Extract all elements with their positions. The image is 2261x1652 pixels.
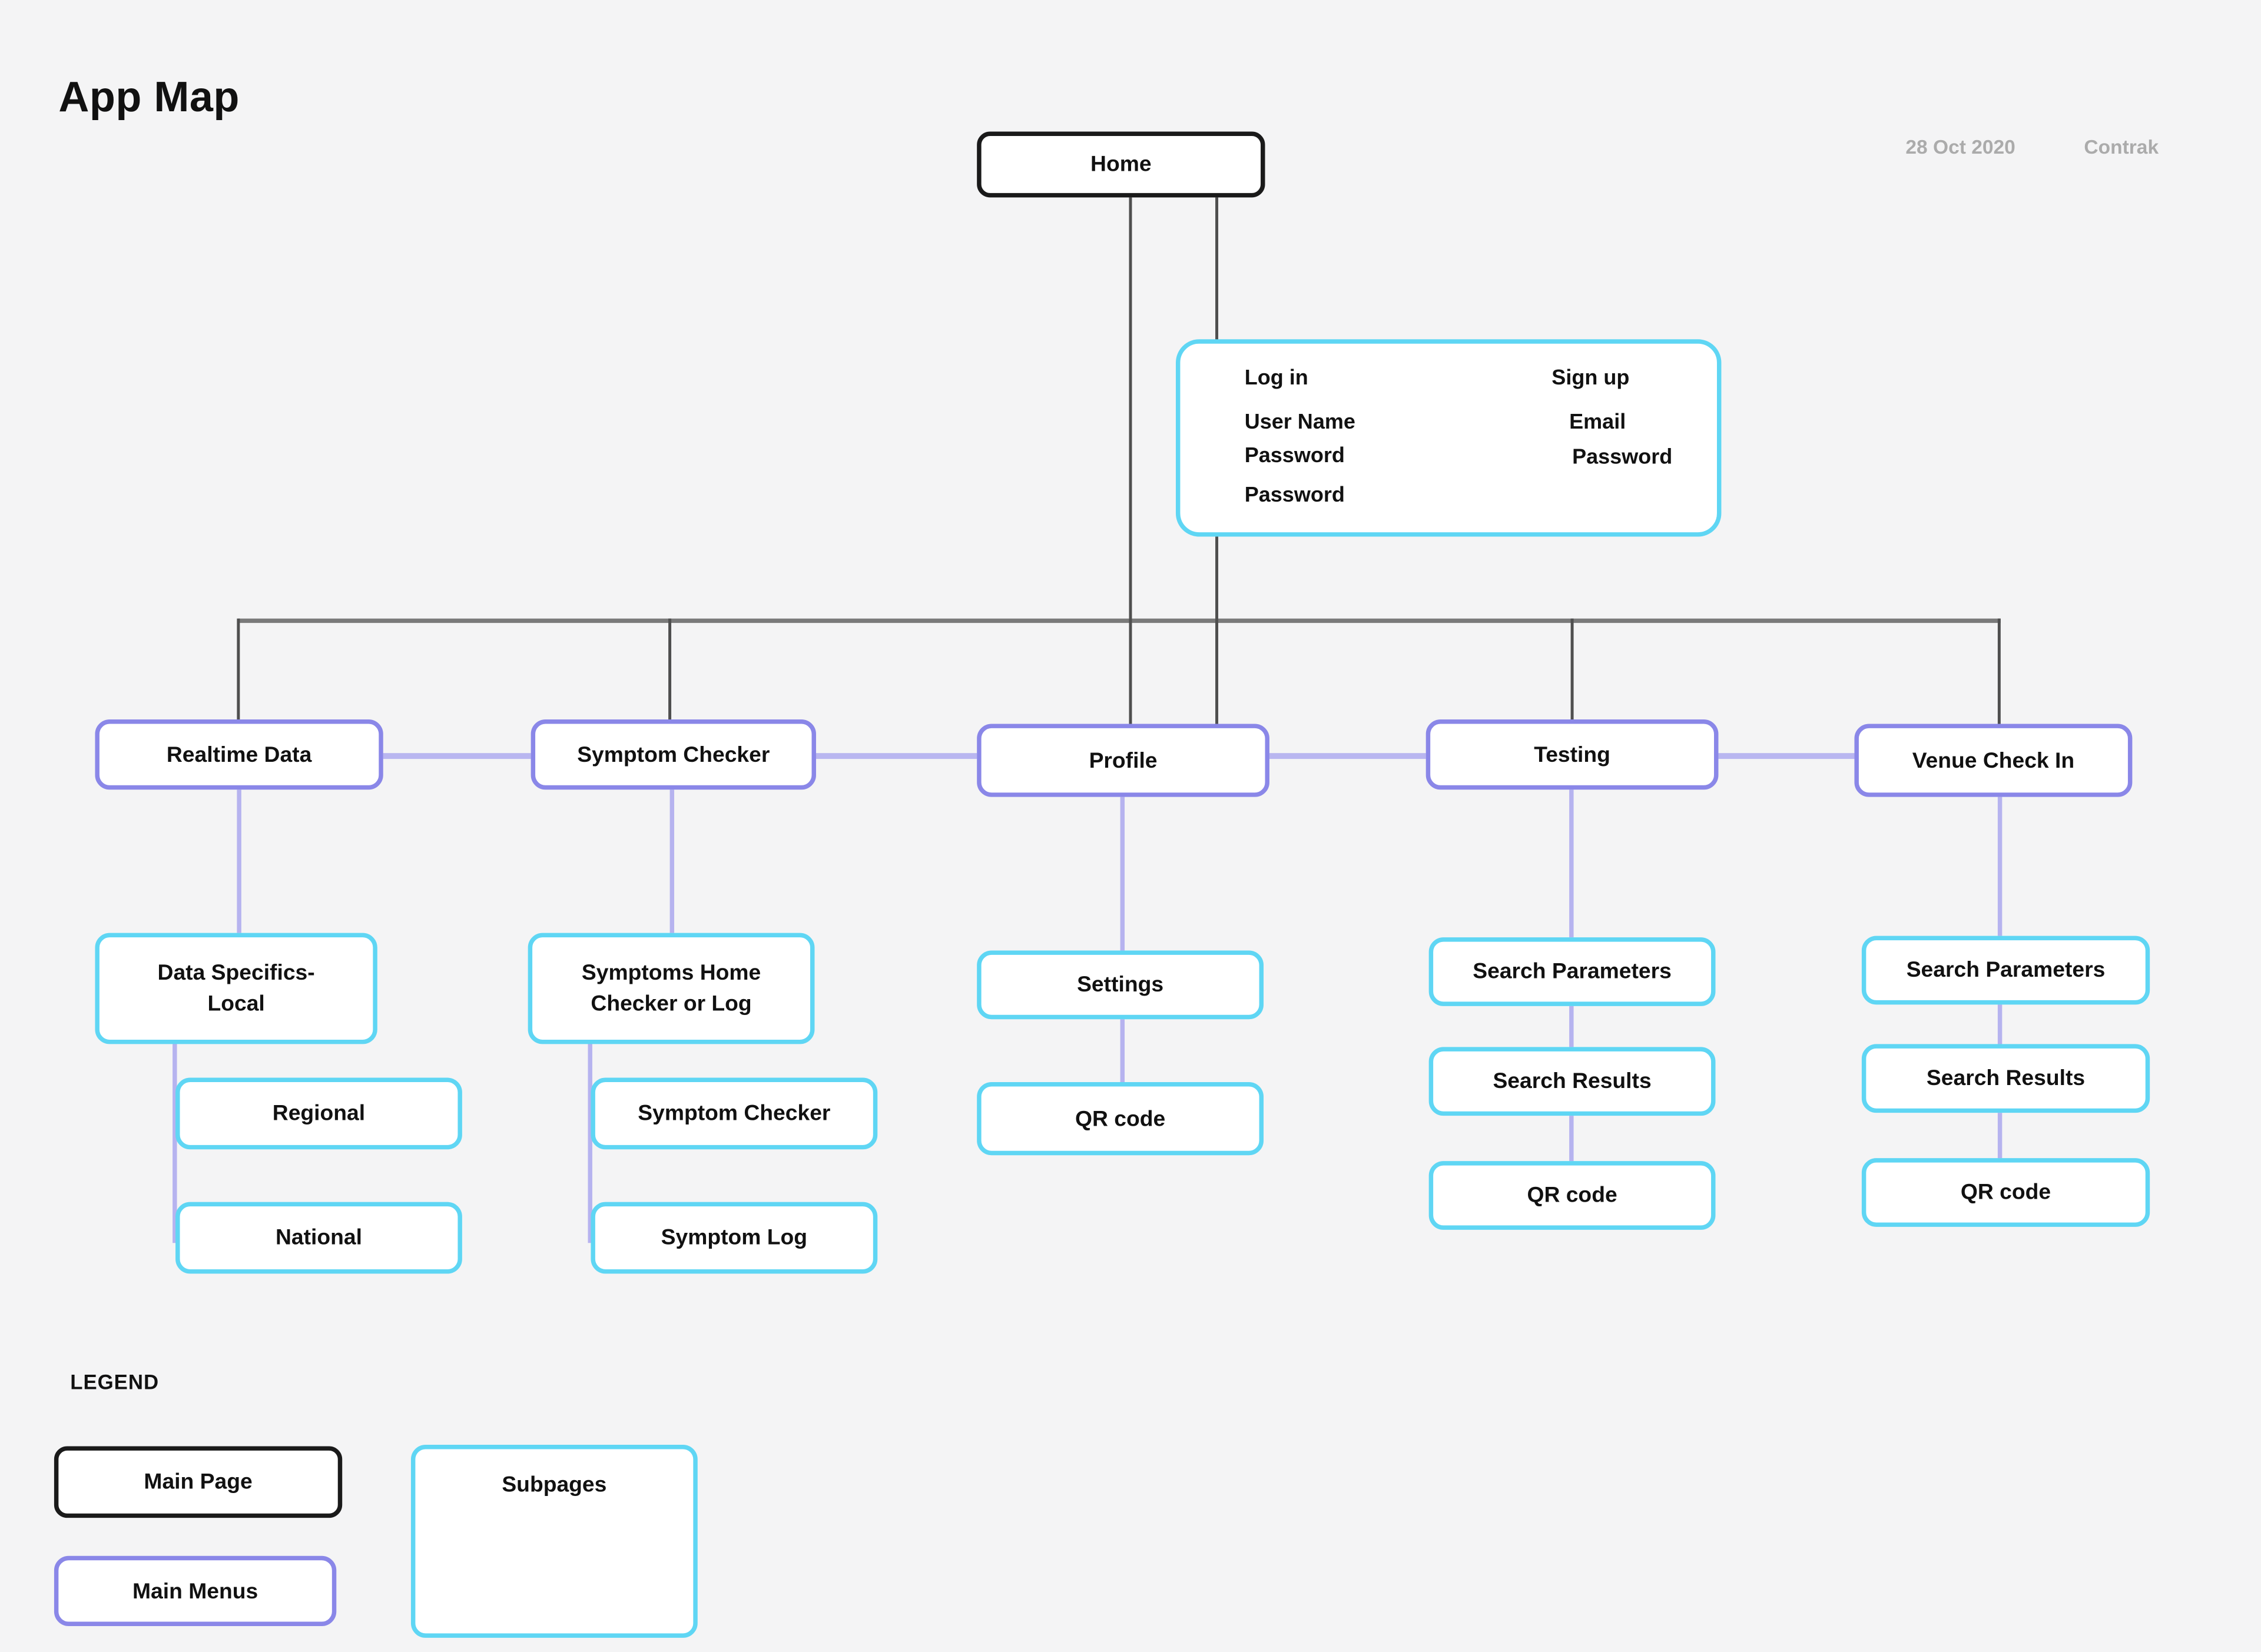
node-national-label: National	[275, 1225, 362, 1250]
connector-bus-venue	[1997, 618, 2001, 725]
connector-params-results-testing	[1569, 1006, 1574, 1047]
connector-symptomshome-children	[588, 1042, 592, 1243]
date-label: 28 Oct 2020	[1905, 135, 2015, 158]
node-regional-label: Regional	[272, 1101, 366, 1126]
node-symptoms-home-line1: Symptoms Home	[581, 960, 761, 986]
node-symptom-checker-label: Symptom Checker	[577, 742, 770, 767]
node-symptom-checker[interactable]: Symptom Checker	[531, 719, 816, 790]
node-testing-label: Testing	[1534, 742, 1610, 767]
node-search-results-venue[interactable]: Search Results	[1861, 1044, 2150, 1113]
node-profile[interactable]: Profile	[977, 724, 1269, 797]
signup-password-label: Password	[1572, 446, 1673, 470]
node-auth-card[interactable]: Log in User Name Password Password Sign …	[1175, 339, 1722, 537]
node-settings[interactable]: Settings	[977, 950, 1264, 1020]
connector-symptom-profile	[815, 753, 977, 759]
node-symptom-log-label: Symptom Log	[661, 1225, 808, 1250]
login-password2-label: Password	[1244, 484, 1345, 507]
legend-subpages-label: Subpages	[502, 1472, 607, 1498]
legend-main-page-label: Main Page	[144, 1469, 253, 1495]
connector-main-bus	[238, 618, 2001, 623]
node-national[interactable]: National	[175, 1202, 462, 1274]
node-venue-check-in[interactable]: Venue Check In	[1854, 724, 2133, 797]
login-title: Log in	[1244, 367, 1308, 391]
connector-results-qr-venue	[1997, 1113, 2003, 1159]
node-symptom-checker-sub[interactable]: Symptom Checker	[591, 1077, 878, 1150]
node-data-specifics-line1: Data Specifics-	[157, 960, 315, 986]
node-data-specifics-local[interactable]: Data Specifics- Local	[95, 933, 377, 1044]
node-testing[interactable]: Testing	[1425, 719, 1719, 790]
connector-home-profile-left	[1129, 197, 1132, 724]
legend-subpages[interactable]: Subpages	[410, 1444, 698, 1638]
node-search-parameters-venue-label: Search Parameters	[1906, 957, 2106, 983]
node-symptoms-home[interactable]: Symptoms Home Checker or Log	[528, 933, 815, 1044]
node-home[interactable]: Home	[977, 131, 1265, 198]
node-search-results-testing-label: Search Results	[1493, 1069, 1652, 1094]
connector-profile-testing	[1269, 753, 1426, 759]
node-qr-code-venue-label: QR code	[1960, 1180, 2051, 1205]
connector-bus-testing	[1570, 618, 1574, 720]
node-symptom-log[interactable]: Symptom Log	[591, 1202, 878, 1274]
node-profile-label: Profile	[1089, 748, 1158, 773]
node-settings-label: Settings	[1077, 972, 1164, 997]
connector-realtime-symptom	[383, 753, 531, 759]
page-title: App Map	[58, 74, 240, 122]
node-data-specifics-line2: Local	[207, 991, 265, 1017]
legend-heading: LEGEND	[70, 1370, 160, 1394]
connector-venue-params	[1997, 797, 2003, 936]
node-regional[interactable]: Regional	[175, 1077, 462, 1150]
node-symptoms-home-line2: Checker or Log	[591, 991, 752, 1017]
connector-dataspecifics-children	[173, 1042, 177, 1243]
node-realtime-data[interactable]: Realtime Data	[95, 719, 383, 790]
node-qr-code-venue[interactable]: QR code	[1861, 1158, 2150, 1227]
node-search-results-testing[interactable]: Search Results	[1428, 1047, 1716, 1116]
signup-email-label: Email	[1569, 410, 1626, 434]
signup-title: Sign up	[1551, 367, 1630, 391]
connector-realtime-subpages	[237, 789, 241, 933]
node-qr-code-profile[interactable]: QR code	[977, 1082, 1264, 1156]
node-search-parameters-venue[interactable]: Search Parameters	[1861, 936, 2150, 1005]
legend-main-menus-label: Main Menus	[132, 1578, 258, 1604]
connector-profile-settings	[1120, 797, 1125, 951]
node-search-parameters-testing[interactable]: Search Parameters	[1428, 937, 1716, 1006]
connector-testing-venue	[1718, 753, 1855, 759]
node-search-results-venue-label: Search Results	[1926, 1066, 2086, 1091]
connector-bus-symptom	[668, 618, 672, 720]
legend-main-menus[interactable]: Main Menus	[54, 1555, 337, 1626]
node-qr-code-testing[interactable]: QR code	[1428, 1161, 1716, 1230]
node-home-label: Home	[1090, 152, 1152, 177]
connector-settings-qr	[1120, 1019, 1125, 1083]
legend-main-page[interactable]: Main Page	[54, 1446, 343, 1518]
node-realtime-data-label: Realtime Data	[166, 742, 312, 767]
connector-params-results-venue	[1997, 1004, 2003, 1044]
login-username-label: User Name	[1244, 410, 1355, 434]
connector-testing-params	[1569, 789, 1574, 938]
connector-symptom-subpages	[669, 789, 675, 933]
connector-bus-realtime	[237, 618, 240, 720]
node-search-parameters-testing-label: Search Parameters	[1473, 959, 1672, 984]
node-qr-code-testing-label: QR code	[1527, 1183, 1617, 1208]
login-password-label: Password	[1244, 444, 1345, 468]
connector-results-qr-testing	[1569, 1116, 1574, 1162]
node-symptom-checker-sub-label: Symptom Checker	[638, 1101, 831, 1126]
node-qr-code-profile-label: QR code	[1075, 1106, 1166, 1132]
node-venue-check-in-label: Venue Check In	[1912, 748, 2075, 773]
brand-label: Contrak	[2084, 135, 2159, 158]
